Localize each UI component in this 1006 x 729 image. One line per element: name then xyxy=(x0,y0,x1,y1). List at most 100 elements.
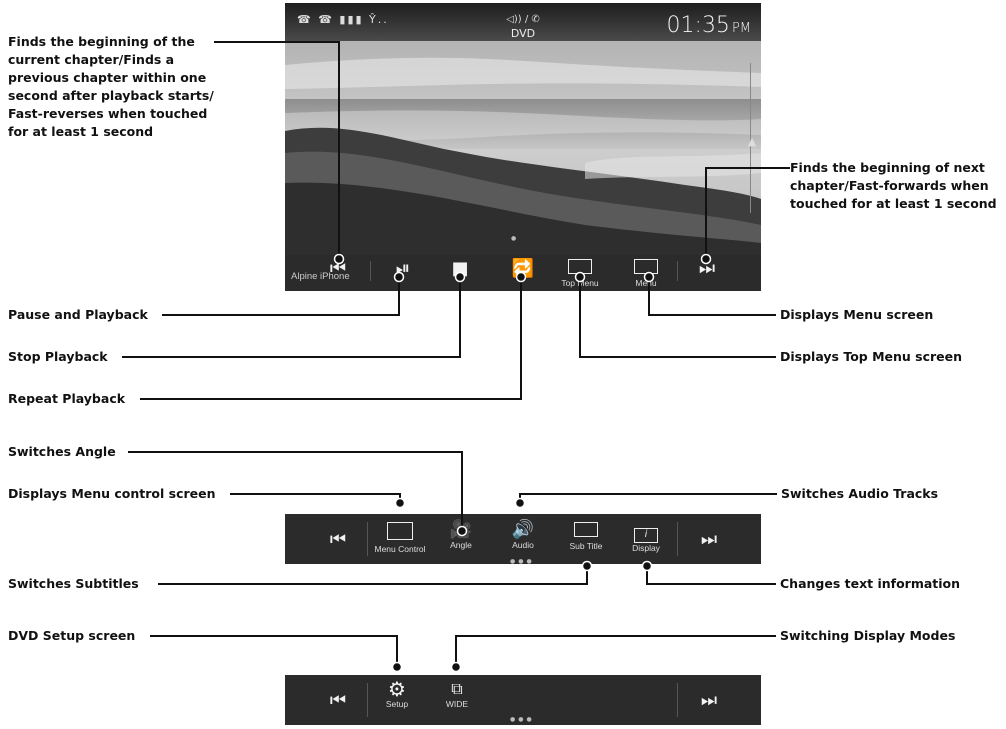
leader-menu-control xyxy=(230,493,401,503)
callout-line: Fast-reverses when touched xyxy=(8,106,208,121)
clock-time: 01:35 xyxy=(666,13,730,38)
callout-menu-control: Displays Menu control screen xyxy=(8,486,216,501)
leader-dot xyxy=(454,271,466,283)
stop-icon: ■ xyxy=(451,258,469,279)
separator xyxy=(367,522,368,556)
device-name: Alpine iPhone xyxy=(291,271,350,282)
callout-line: chapter/Fast-forwards when xyxy=(790,178,989,193)
previous-chapter-button[interactable]: ⏮ xyxy=(320,691,356,711)
next-chapter-button[interactable]: ⏭ xyxy=(691,530,727,550)
callout-display-modes: Switching Display Modes xyxy=(780,628,956,643)
callout-prev-chapter: Finds the beginning of the current chapt… xyxy=(8,33,214,141)
display-mode-icon: ⧉ xyxy=(451,679,463,698)
callout-line: previous chapter within one xyxy=(8,70,207,85)
leader-subtitles xyxy=(158,566,588,585)
page-indicator: ●●● xyxy=(510,716,535,723)
leader-pause-play xyxy=(162,277,400,316)
leader-dot xyxy=(641,560,653,572)
skip-back-icon: ⏮ xyxy=(329,258,347,279)
dvd-control-bar-page-3: ⏮ ⚙Setup ⧉WIDE ⏭ ●●● xyxy=(285,675,761,725)
separator xyxy=(677,683,678,717)
subtitle-icon xyxy=(574,522,598,537)
angle-label: Angle xyxy=(450,540,472,550)
separator xyxy=(677,261,678,281)
skip-forward-icon: ⏭ xyxy=(700,529,718,550)
callout-line: Finds the beginning of the xyxy=(8,34,195,49)
leader-dot xyxy=(514,497,526,509)
leader-next-chapter xyxy=(705,167,790,259)
leader-angle xyxy=(128,451,463,531)
callout-repeat: Repeat Playback xyxy=(8,391,126,406)
leader-dot xyxy=(581,560,593,572)
side-pull-handle-icon[interactable]: ▲ xyxy=(747,135,757,148)
status-indicators: ☎ ☎ ▮▮▮ Ŷ.. xyxy=(297,13,389,26)
separator xyxy=(367,683,368,717)
speaker-icon: 🔊 xyxy=(511,519,535,540)
menu-label: Menu xyxy=(635,278,657,288)
setup-button[interactable]: ⚙Setup xyxy=(379,679,415,709)
callout-display-top-menu: Displays Top Menu screen xyxy=(780,349,963,364)
stop-button[interactable]: ■ xyxy=(440,259,480,279)
previous-chapter-button[interactable]: ⏮ xyxy=(318,259,358,279)
source-label: DVD xyxy=(510,27,536,40)
leader-dot xyxy=(456,525,468,537)
page-indicator: ●●● xyxy=(510,558,535,565)
previous-chapter-button[interactable]: ⏮ xyxy=(320,530,356,550)
leader-dot xyxy=(333,253,345,265)
video-frame-seascape xyxy=(285,3,761,255)
leader-menu xyxy=(648,277,776,316)
menu-control-button[interactable]: Menu Control xyxy=(369,522,431,554)
leader-dot xyxy=(393,271,405,283)
skip-back-icon: ⏮ xyxy=(329,529,347,550)
leader-stop xyxy=(122,277,461,358)
leader-top-menu xyxy=(579,277,776,358)
callout-line: for at least 1 second xyxy=(8,124,154,139)
page-indicator: ● xyxy=(511,235,520,242)
callout-stop: Stop Playback xyxy=(8,349,108,364)
audio-button[interactable]: 🔊Audio xyxy=(503,519,543,551)
callout-line: current chapter/Finds a xyxy=(8,52,175,67)
callout-line: second after playback starts/ xyxy=(8,88,214,103)
leader-display-modes xyxy=(455,635,776,667)
callout-pause-play: Pause and Playback xyxy=(8,307,148,322)
separator xyxy=(370,261,371,281)
source-indicator-icons: ◁)) / ✆ xyxy=(506,14,540,25)
subtitle-button[interactable]: Sub Title xyxy=(563,522,609,551)
clock-ampm: PM xyxy=(731,21,751,36)
side-divider xyxy=(750,63,751,213)
callout-switch-audio: Switches Audio Tracks xyxy=(781,486,939,501)
callout-text-info: Changes text information xyxy=(780,576,961,591)
callout-next-chapter: Finds the beginning of next chapter/Fast… xyxy=(790,159,997,213)
separator xyxy=(677,522,678,556)
callout-display-menu: Displays Menu screen xyxy=(780,307,934,322)
callout-line: touched for at least 1 second xyxy=(790,196,997,211)
menu-control-label: Menu Control xyxy=(374,544,426,554)
callout-switch-subtitles: Switches Subtitles xyxy=(8,576,139,591)
menu-control-icon xyxy=(387,522,413,540)
callout-dvd-setup: DVD Setup screen xyxy=(8,628,136,643)
leader-text-info xyxy=(646,566,776,585)
next-chapter-button[interactable]: ⏭ xyxy=(687,259,727,279)
dvd-control-bar-page-2: ⏮ Menu Control 🎥Angle 🔊Audio Sub Title i… xyxy=(285,514,761,565)
skip-forward-icon: ⏭ xyxy=(698,258,716,279)
subtitle-label: Sub Title xyxy=(569,541,603,551)
wide-label: WIDE xyxy=(445,699,469,709)
gear-icon: ⚙ xyxy=(388,677,406,701)
leader-dot xyxy=(515,271,527,283)
leader-audio xyxy=(519,493,777,503)
leader-repeat xyxy=(140,277,522,400)
next-chapter-button[interactable]: ⏭ xyxy=(691,691,727,711)
callout-line: Finds the beginning of next xyxy=(790,160,985,175)
setup-label: Setup xyxy=(385,699,409,709)
leader-dot xyxy=(391,661,403,673)
leader-dot xyxy=(450,661,462,673)
callout-switch-angle: Switches Angle xyxy=(8,444,116,459)
leader-prev-chapter xyxy=(214,41,340,259)
skip-back-icon: ⏮ xyxy=(329,690,347,711)
display-label: Display xyxy=(632,543,660,553)
wide-button[interactable]: ⧉WIDE xyxy=(437,679,477,709)
